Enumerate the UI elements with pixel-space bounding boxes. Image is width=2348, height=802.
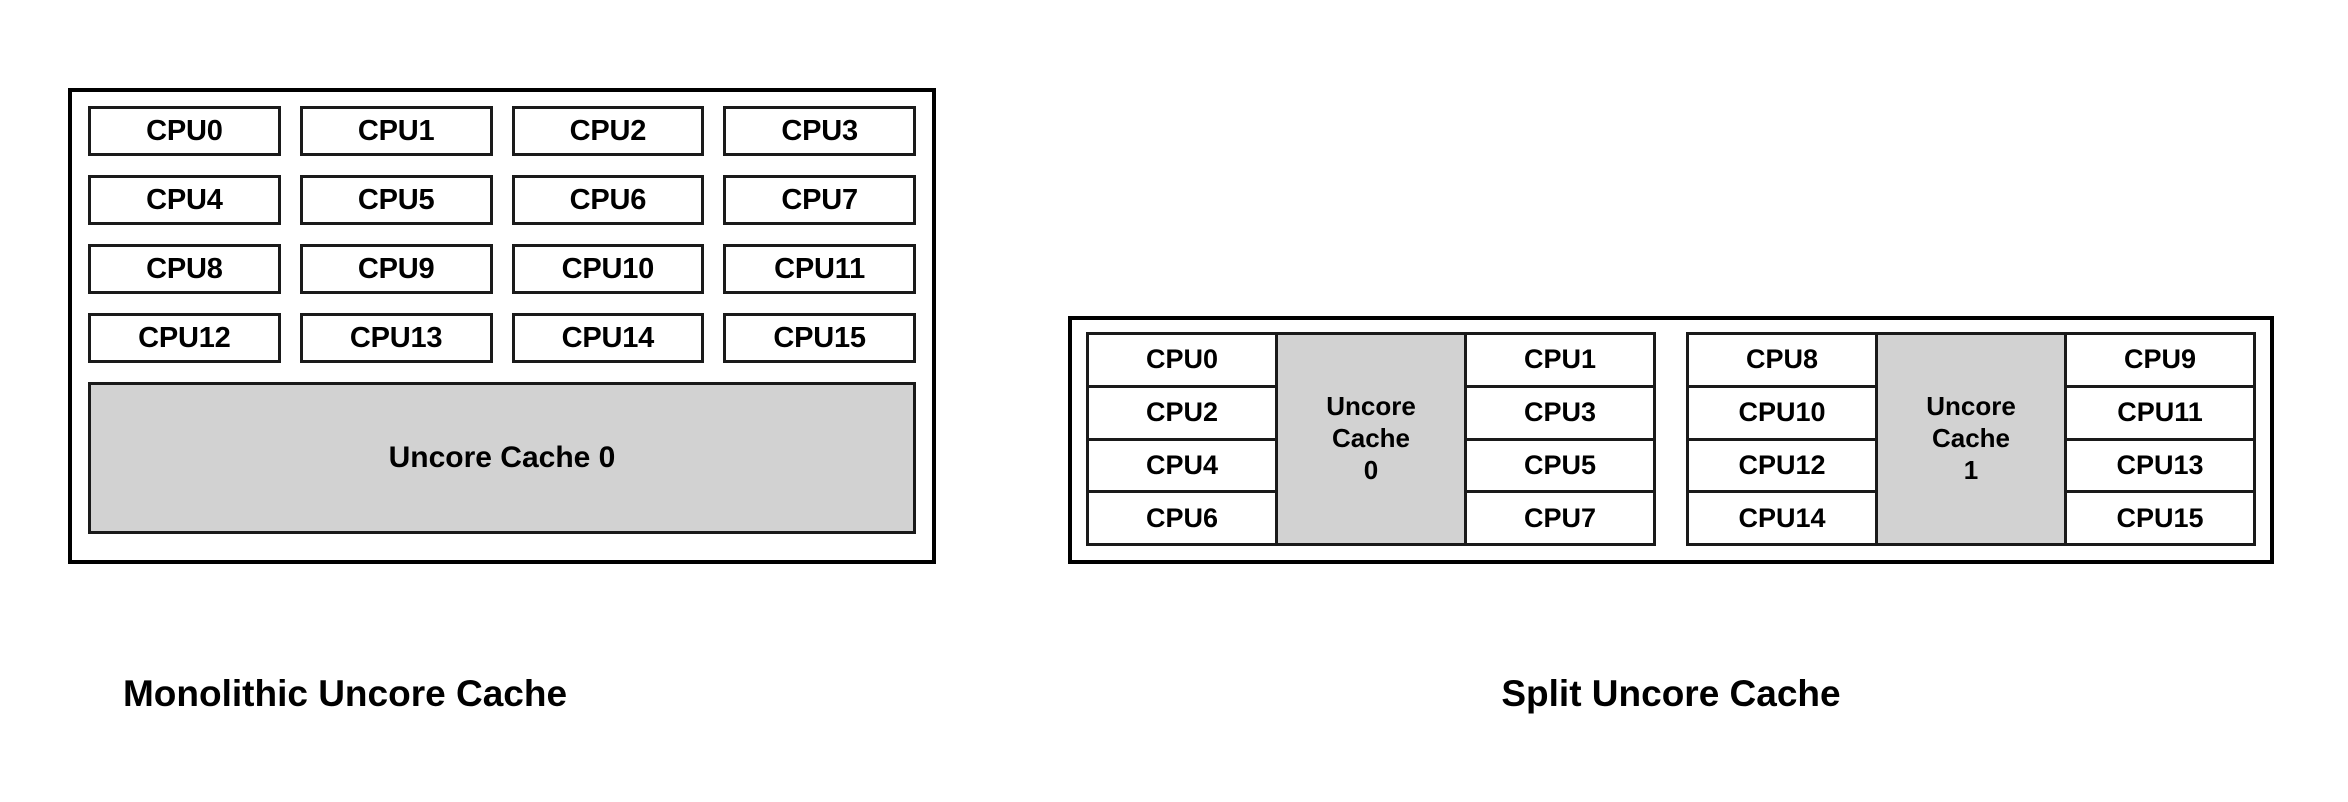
- uncore-cache-index: 0: [1363, 454, 1379, 485]
- split-cluster-1: CPU8 CPU10 CPU12 CPU14 Uncore Cache 1 CP…: [1686, 332, 2256, 546]
- cpu-box: CPU14: [511, 313, 705, 363]
- cpu-box: CPU14: [1689, 493, 1875, 543]
- cpu-box: CPU1: [1467, 335, 1653, 388]
- cpu-box: CPU15: [723, 313, 916, 363]
- cpu-box: CPU2: [511, 106, 705, 156]
- cpu-box: CPU11: [2067, 387, 2253, 441]
- split-cluster-0: CPU0 CPU2 CPU4 CPU6 Uncore Cache 0 CPU1 …: [1086, 332, 1656, 546]
- cpu-box: CPU8: [1689, 335, 1875, 388]
- cpu-box: CPU5: [299, 175, 493, 225]
- uncore-cache-block: Uncore Cache 1: [1875, 335, 2067, 543]
- cpu-box: CPU8: [88, 244, 281, 294]
- cpu-box: CPU15: [2067, 493, 2253, 543]
- cpu-box: CPU12: [1689, 440, 1875, 494]
- cpu-box: CPU12: [88, 313, 281, 363]
- cpu-box: CPU0: [88, 106, 281, 156]
- uncore-cache-index: 1: [1963, 454, 1979, 485]
- cpu-box: CPU13: [2067, 440, 2253, 494]
- cpu-box: CPU9: [2067, 335, 2253, 388]
- monolithic-uncore-panel: CPU0 CPU1 CPU2 CPU3 CPU4 CPU5 CPU6 CPU7 …: [68, 88, 936, 564]
- cpu-box: CPU10: [1689, 387, 1875, 441]
- cpu-box: CPU2: [1089, 387, 1275, 441]
- cpu-box: CPU6: [511, 175, 705, 225]
- split-caption: Split Uncore Cache: [1501, 673, 1841, 714]
- monolithic-caption: Monolithic Uncore Cache: [122, 673, 568, 714]
- uncore-cache-line-1: Uncore: [1326, 391, 1416, 422]
- cpu-box: CPU7: [1467, 493, 1653, 543]
- cpu-box: CPU4: [1089, 440, 1275, 494]
- cpu-box: CPU7: [723, 175, 916, 225]
- cpu-box: CPU0: [1089, 335, 1275, 388]
- cpu-box: CPU13: [299, 313, 493, 363]
- monolithic-cpu-grid: CPU0 CPU1 CPU2 CPU3 CPU4 CPU5 CPU6 CPU7 …: [88, 106, 916, 363]
- cpu-box: CPU3: [723, 106, 916, 156]
- uncore-cache-line-2: Cache: [1931, 423, 2011, 454]
- cpu-box: CPU9: [299, 244, 493, 294]
- cluster-right-column: CPU1 CPU3 CPU5 CPU7: [1467, 335, 1653, 543]
- cpu-box: CPU5: [1467, 440, 1653, 494]
- uncore-cache-block: Uncore Cache 0: [1275, 335, 1467, 543]
- cpu-box: CPU10: [511, 244, 705, 294]
- cpu-box: CPU4: [88, 175, 281, 225]
- uncore-cache-block: Uncore Cache 0: [88, 382, 916, 534]
- uncore-cache-line-2: Cache: [1331, 423, 1411, 454]
- uncore-cache-line-1: Uncore: [1926, 391, 2016, 422]
- cpu-box: CPU3: [1467, 387, 1653, 441]
- cpu-box: CPU6: [1089, 493, 1275, 543]
- cluster-left-column: CPU0 CPU2 CPU4 CPU6: [1089, 335, 1275, 543]
- cluster-right-column: CPU9 CPU11 CPU13 CPU15: [2067, 335, 2253, 543]
- cpu-box: CPU11: [723, 244, 916, 294]
- split-uncore-panel: CPU0 CPU2 CPU4 CPU6 Uncore Cache 0 CPU1 …: [1068, 316, 2274, 564]
- cluster-left-column: CPU8 CPU10 CPU12 CPU14: [1689, 335, 1875, 543]
- cpu-box: CPU1: [299, 106, 493, 156]
